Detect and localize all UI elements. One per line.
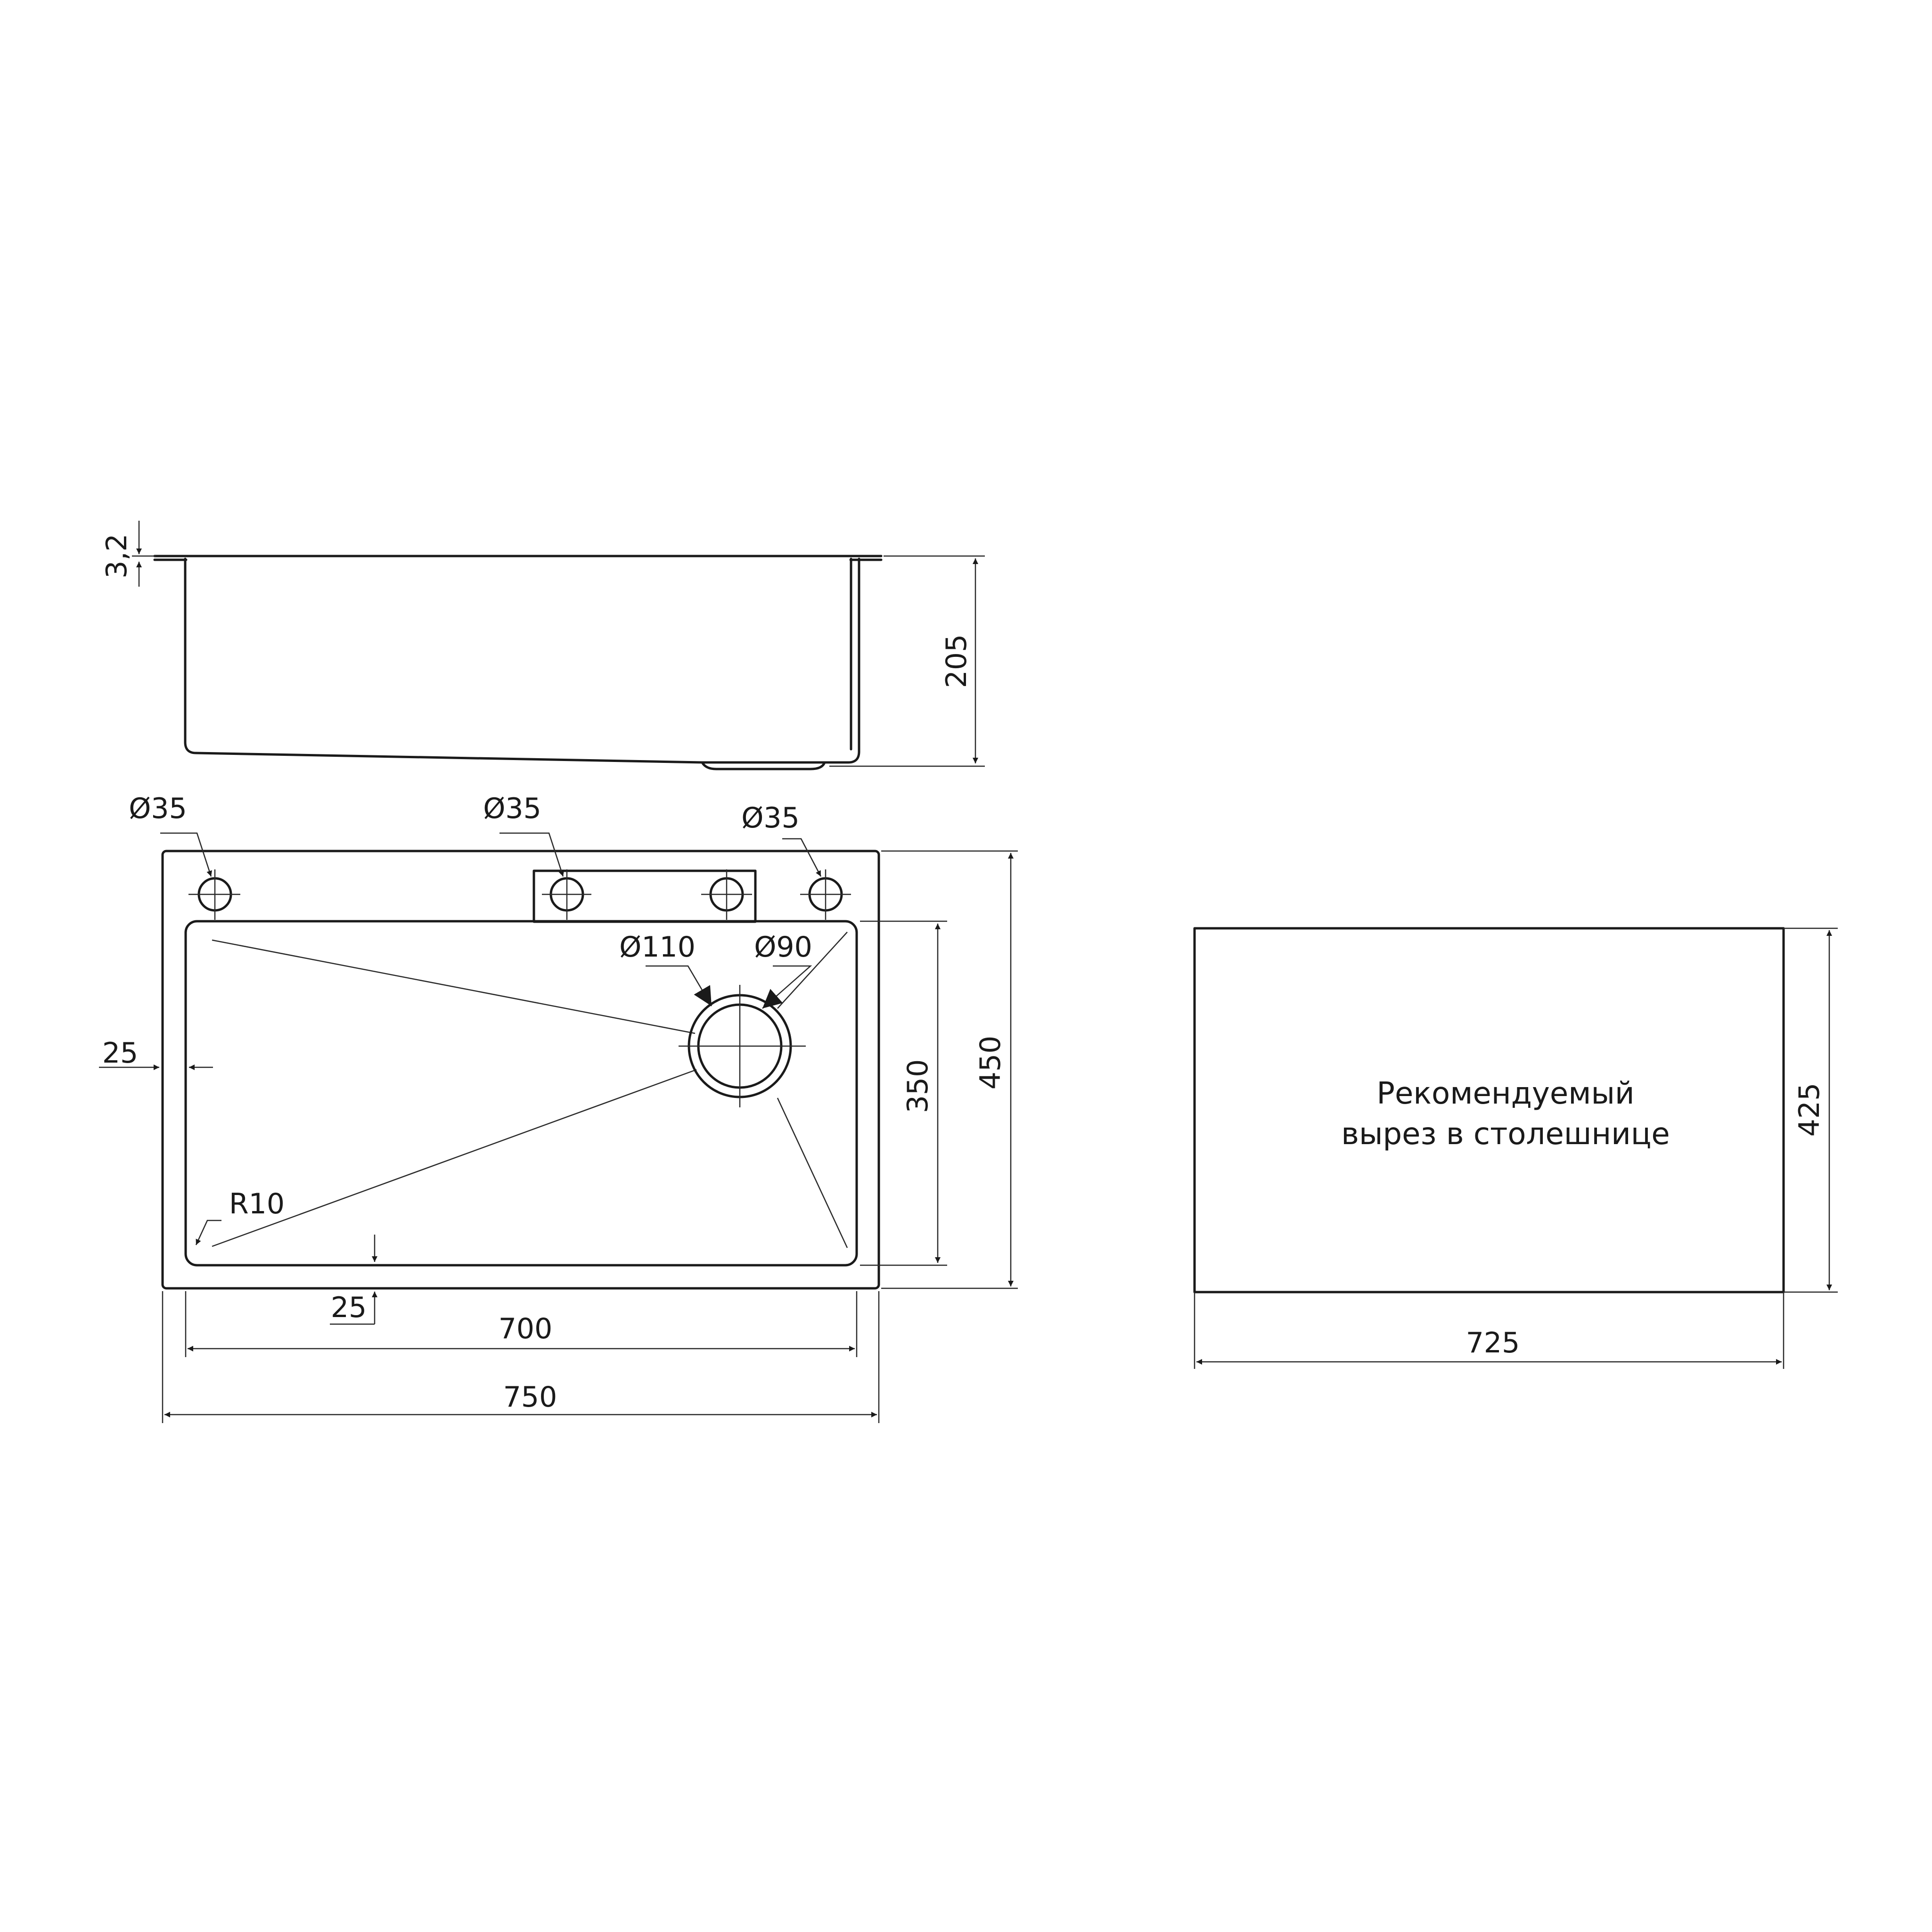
- side-view: 205 3,2: [100, 521, 985, 770]
- leader-hole-right: [782, 838, 822, 877]
- label-hole-center: Ø35: [483, 792, 541, 825]
- tap-hole-right: [800, 869, 851, 920]
- label-hole-left: Ø35: [129, 792, 187, 825]
- top-view: Ø35 Ø35 Ø35 Ø110 Ø90 R10 25: [99, 792, 1018, 1423]
- drain-outlet: [679, 985, 806, 1107]
- label-drain-outer: Ø110: [619, 931, 696, 964]
- leader-corner-radius: [195, 1220, 221, 1245]
- dim-overall-depth: 450: [974, 1036, 1007, 1090]
- bowl-slope-lines: [212, 932, 848, 1248]
- tap-hole-center: [542, 869, 591, 920]
- label-corner-radius: R10: [229, 1187, 285, 1220]
- dim-bowl-width: 700: [499, 1312, 553, 1345]
- side-view-drain-outlet: [701, 761, 826, 770]
- sink-bowl: [184, 920, 858, 1267]
- countertop-cutout: Рекомендуемый вырез в столешнице 725 425: [1193, 927, 1838, 1369]
- leader-drain-inner: [762, 965, 812, 1009]
- leader-hole-center: [499, 832, 564, 877]
- dim-overall-width: 750: [503, 1381, 557, 1414]
- leader-drain-outer: [646, 965, 712, 1007]
- dim-margin-left: 25: [102, 1037, 138, 1070]
- dim-depth-205: 205: [940, 634, 973, 688]
- dim-bowl-depth: 350: [901, 1059, 934, 1113]
- side-view-bowl-outline: [184, 557, 860, 764]
- sink-outer-rim: [161, 850, 880, 1290]
- label-drain-inner: Ø90: [754, 931, 812, 964]
- dim-cutout-width: 725: [1466, 1326, 1520, 1359]
- label-hole-right: Ø35: [741, 802, 800, 835]
- cutout-note-line1: Рекомендуемый: [1376, 1076, 1634, 1111]
- tap-deck-plate: [532, 869, 757, 923]
- cutout-note-line2: вырез в столешнице: [1341, 1117, 1670, 1152]
- dim-rim-thickness: 3,2: [100, 533, 133, 578]
- dim-margin-bottom: 25: [331, 1291, 367, 1324]
- leader-hole-left: [160, 832, 212, 877]
- cutout-outline: [1193, 927, 1785, 1293]
- tap-hole-left: [188, 869, 240, 920]
- tap-hole-plate-right: [701, 869, 752, 920]
- dim-cutout-depth: 425: [1793, 1083, 1826, 1137]
